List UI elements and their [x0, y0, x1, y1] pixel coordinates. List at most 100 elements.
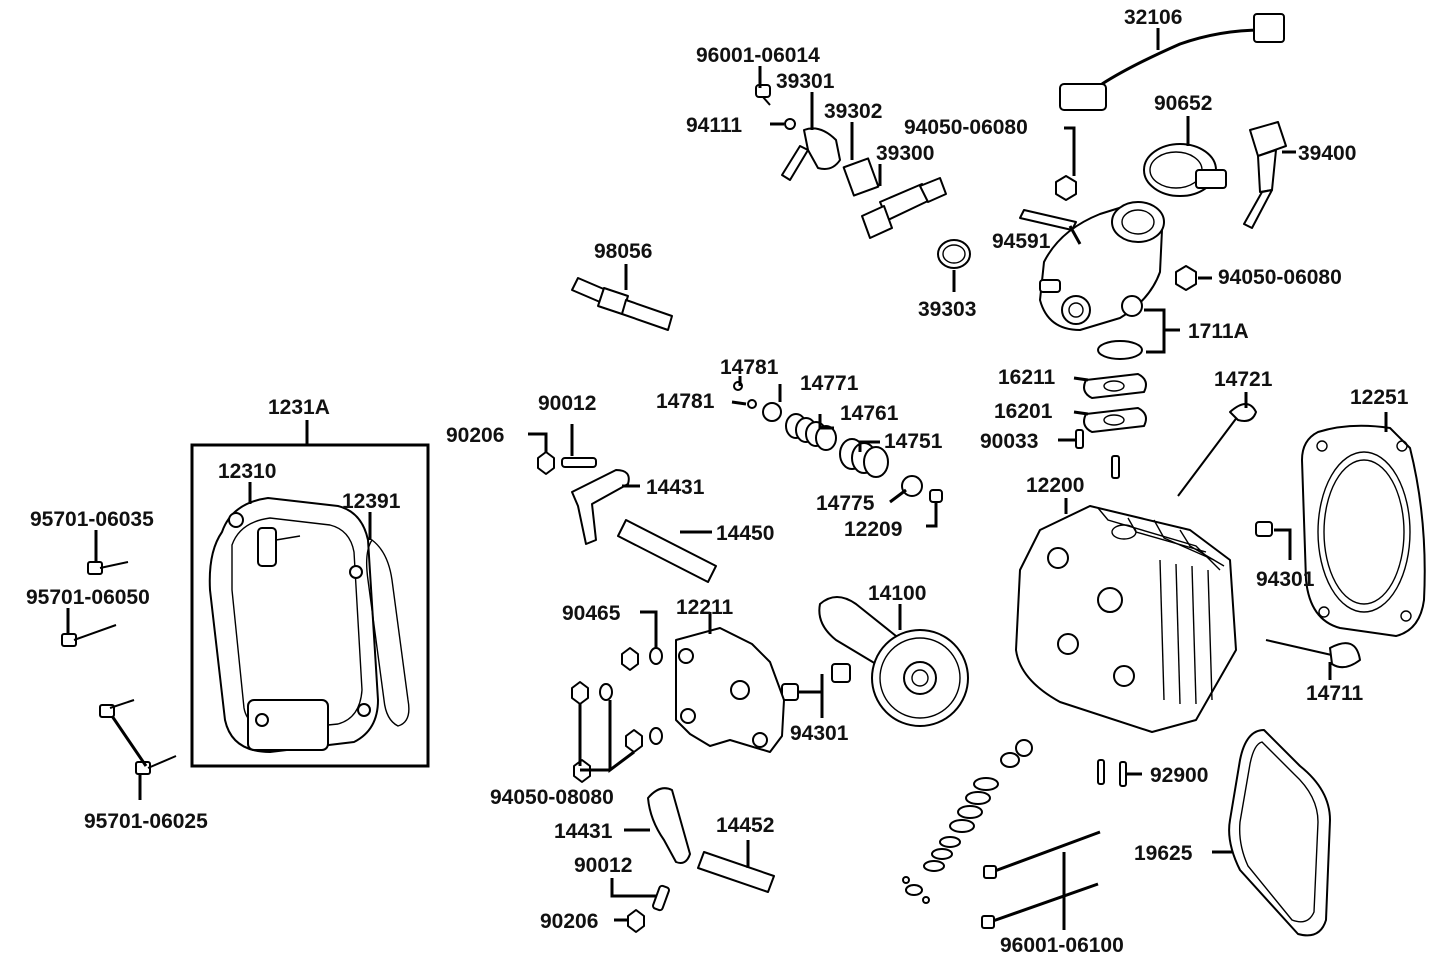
label-14781-upper: 14781	[720, 356, 779, 379]
leader-14761	[818, 414, 834, 430]
oring-1711A	[1097, 340, 1143, 360]
gasket-16211	[1083, 373, 1147, 399]
label-90652: 90652	[1154, 92, 1212, 115]
nut-90206-lower	[627, 909, 645, 933]
label-14771: 14771	[800, 372, 859, 395]
label-39300: 39300	[876, 142, 934, 165]
label-1711A: 1711A	[1188, 320, 1249, 343]
gasket-16211-hole	[1103, 380, 1125, 392]
valve-14711	[1265, 639, 1361, 669]
bearing-94301-b	[831, 663, 851, 683]
label-12200: 12200	[1026, 474, 1084, 497]
leader-90206a	[528, 432, 548, 452]
screw-96001-06014	[755, 84, 771, 106]
stem-seal-94301-right	[1255, 521, 1273, 537]
stud-96001-06100-upper	[983, 830, 1101, 879]
label-14450: 14450	[716, 522, 774, 545]
leader-94301a	[1274, 528, 1292, 560]
leader-94050-08080	[578, 700, 635, 773]
gasket-19625-inner	[1238, 741, 1319, 923]
camshaft-14100	[818, 596, 969, 727]
label-94301-right: 94301	[1256, 568, 1315, 591]
label-94591: 94591	[992, 230, 1051, 253]
label-39301: 39301	[776, 70, 835, 93]
rocker-shaft-14450	[617, 519, 717, 583]
stem-seal-12209	[929, 489, 943, 503]
label-90012-lower: 90012	[574, 854, 632, 877]
gasket-16201	[1083, 407, 1147, 433]
label-95701-06035: 95701-06035	[30, 508, 154, 531]
adjust-screw-90012-upper	[561, 457, 597, 468]
nut-90206-upper	[537, 451, 555, 475]
label-14431-lower: 14431	[554, 820, 613, 843]
label-39303: 39303	[918, 298, 976, 321]
label-14100: 14100	[868, 582, 926, 605]
leader-14751	[858, 440, 880, 452]
bolt-95701-06025-upper	[99, 699, 135, 718]
leader-16201	[1073, 410, 1089, 416]
leader-94301b	[798, 674, 824, 718]
label-90033: 90033	[980, 430, 1038, 453]
label-94111: 94111	[686, 114, 742, 137]
rocker-shaft-14452	[697, 851, 775, 893]
intake-manifold-1711A	[1039, 201, 1165, 331]
spring-14761	[785, 413, 837, 451]
leader-94050-06080a	[1064, 126, 1076, 176]
label-90465: 90465	[562, 602, 621, 625]
label-39302: 39302	[824, 100, 882, 123]
dowel-90033-a	[1075, 429, 1084, 449]
cover-assembly-frame	[190, 443, 430, 768]
nut-94050-08080-group	[571, 647, 643, 783]
leader-95701-06025	[110, 715, 148, 800]
leader-94591	[1068, 225, 1082, 245]
label-12251: 12251	[1350, 386, 1409, 409]
rocker-holder-12211	[675, 627, 785, 753]
label-90206-upper: 90206	[446, 424, 504, 447]
rocker-arm-14431-upper	[571, 469, 630, 545]
nut-94050-06080-lower	[1175, 265, 1197, 291]
label-12391: 12391	[342, 490, 401, 513]
label-14775: 14775	[816, 492, 875, 515]
label-12211: 12211	[676, 596, 734, 619]
label-14751: 14751	[884, 430, 943, 453]
washer-94111	[784, 118, 796, 130]
label-95701-06025: 95701-06025	[84, 810, 208, 833]
key-14781-b	[747, 399, 757, 409]
clamp-90652	[1143, 143, 1227, 197]
cylinder-head-12200	[1015, 505, 1237, 733]
washer-90465-group	[599, 647, 663, 745]
dowel-90033-b	[1111, 455, 1120, 479]
label-12310: 12310	[218, 460, 276, 483]
bearing-94301-a	[781, 683, 799, 701]
gasket-19625	[1228, 729, 1331, 937]
injector-cap-39301	[781, 127, 841, 181]
cover-gasket-12391	[365, 538, 410, 727]
label-14761: 14761	[840, 402, 899, 425]
retainer-14771	[762, 402, 782, 422]
stud-96001-06100-lower	[981, 882, 1099, 929]
label-98056: 98056	[594, 240, 652, 263]
gasket-16201-hole	[1103, 414, 1125, 426]
label-14431-upper: 14431	[646, 476, 705, 499]
label-94050-06080-lower: 94050-06080	[1218, 266, 1342, 289]
sensor-harness-32106	[1059, 13, 1285, 111]
oring-39303-inner	[942, 244, 966, 264]
rocker-arm-14431-lower	[647, 787, 691, 864]
label-32106: 32106	[1124, 6, 1182, 29]
injector-39300	[861, 177, 947, 239]
spring-14751	[839, 438, 889, 478]
label-16211: 16211	[998, 366, 1056, 389]
label-94050-08080: 94050-08080	[490, 786, 614, 809]
label-96001-06100: 96001-06100	[1000, 934, 1124, 957]
label-19625: 19625	[1134, 842, 1193, 865]
label-16201: 16201	[994, 400, 1053, 423]
label-14721: 14721	[1214, 368, 1273, 391]
spark-plug-98056	[571, 277, 673, 331]
leader-14775	[889, 488, 907, 504]
label-92900: 92900	[1150, 764, 1208, 787]
label-12209: 12209	[844, 518, 902, 541]
label-94050-06080-upper: 94050-06080	[904, 116, 1028, 139]
bolt-95701-06050	[61, 624, 117, 647]
head-cover-12310	[208, 497, 379, 753]
